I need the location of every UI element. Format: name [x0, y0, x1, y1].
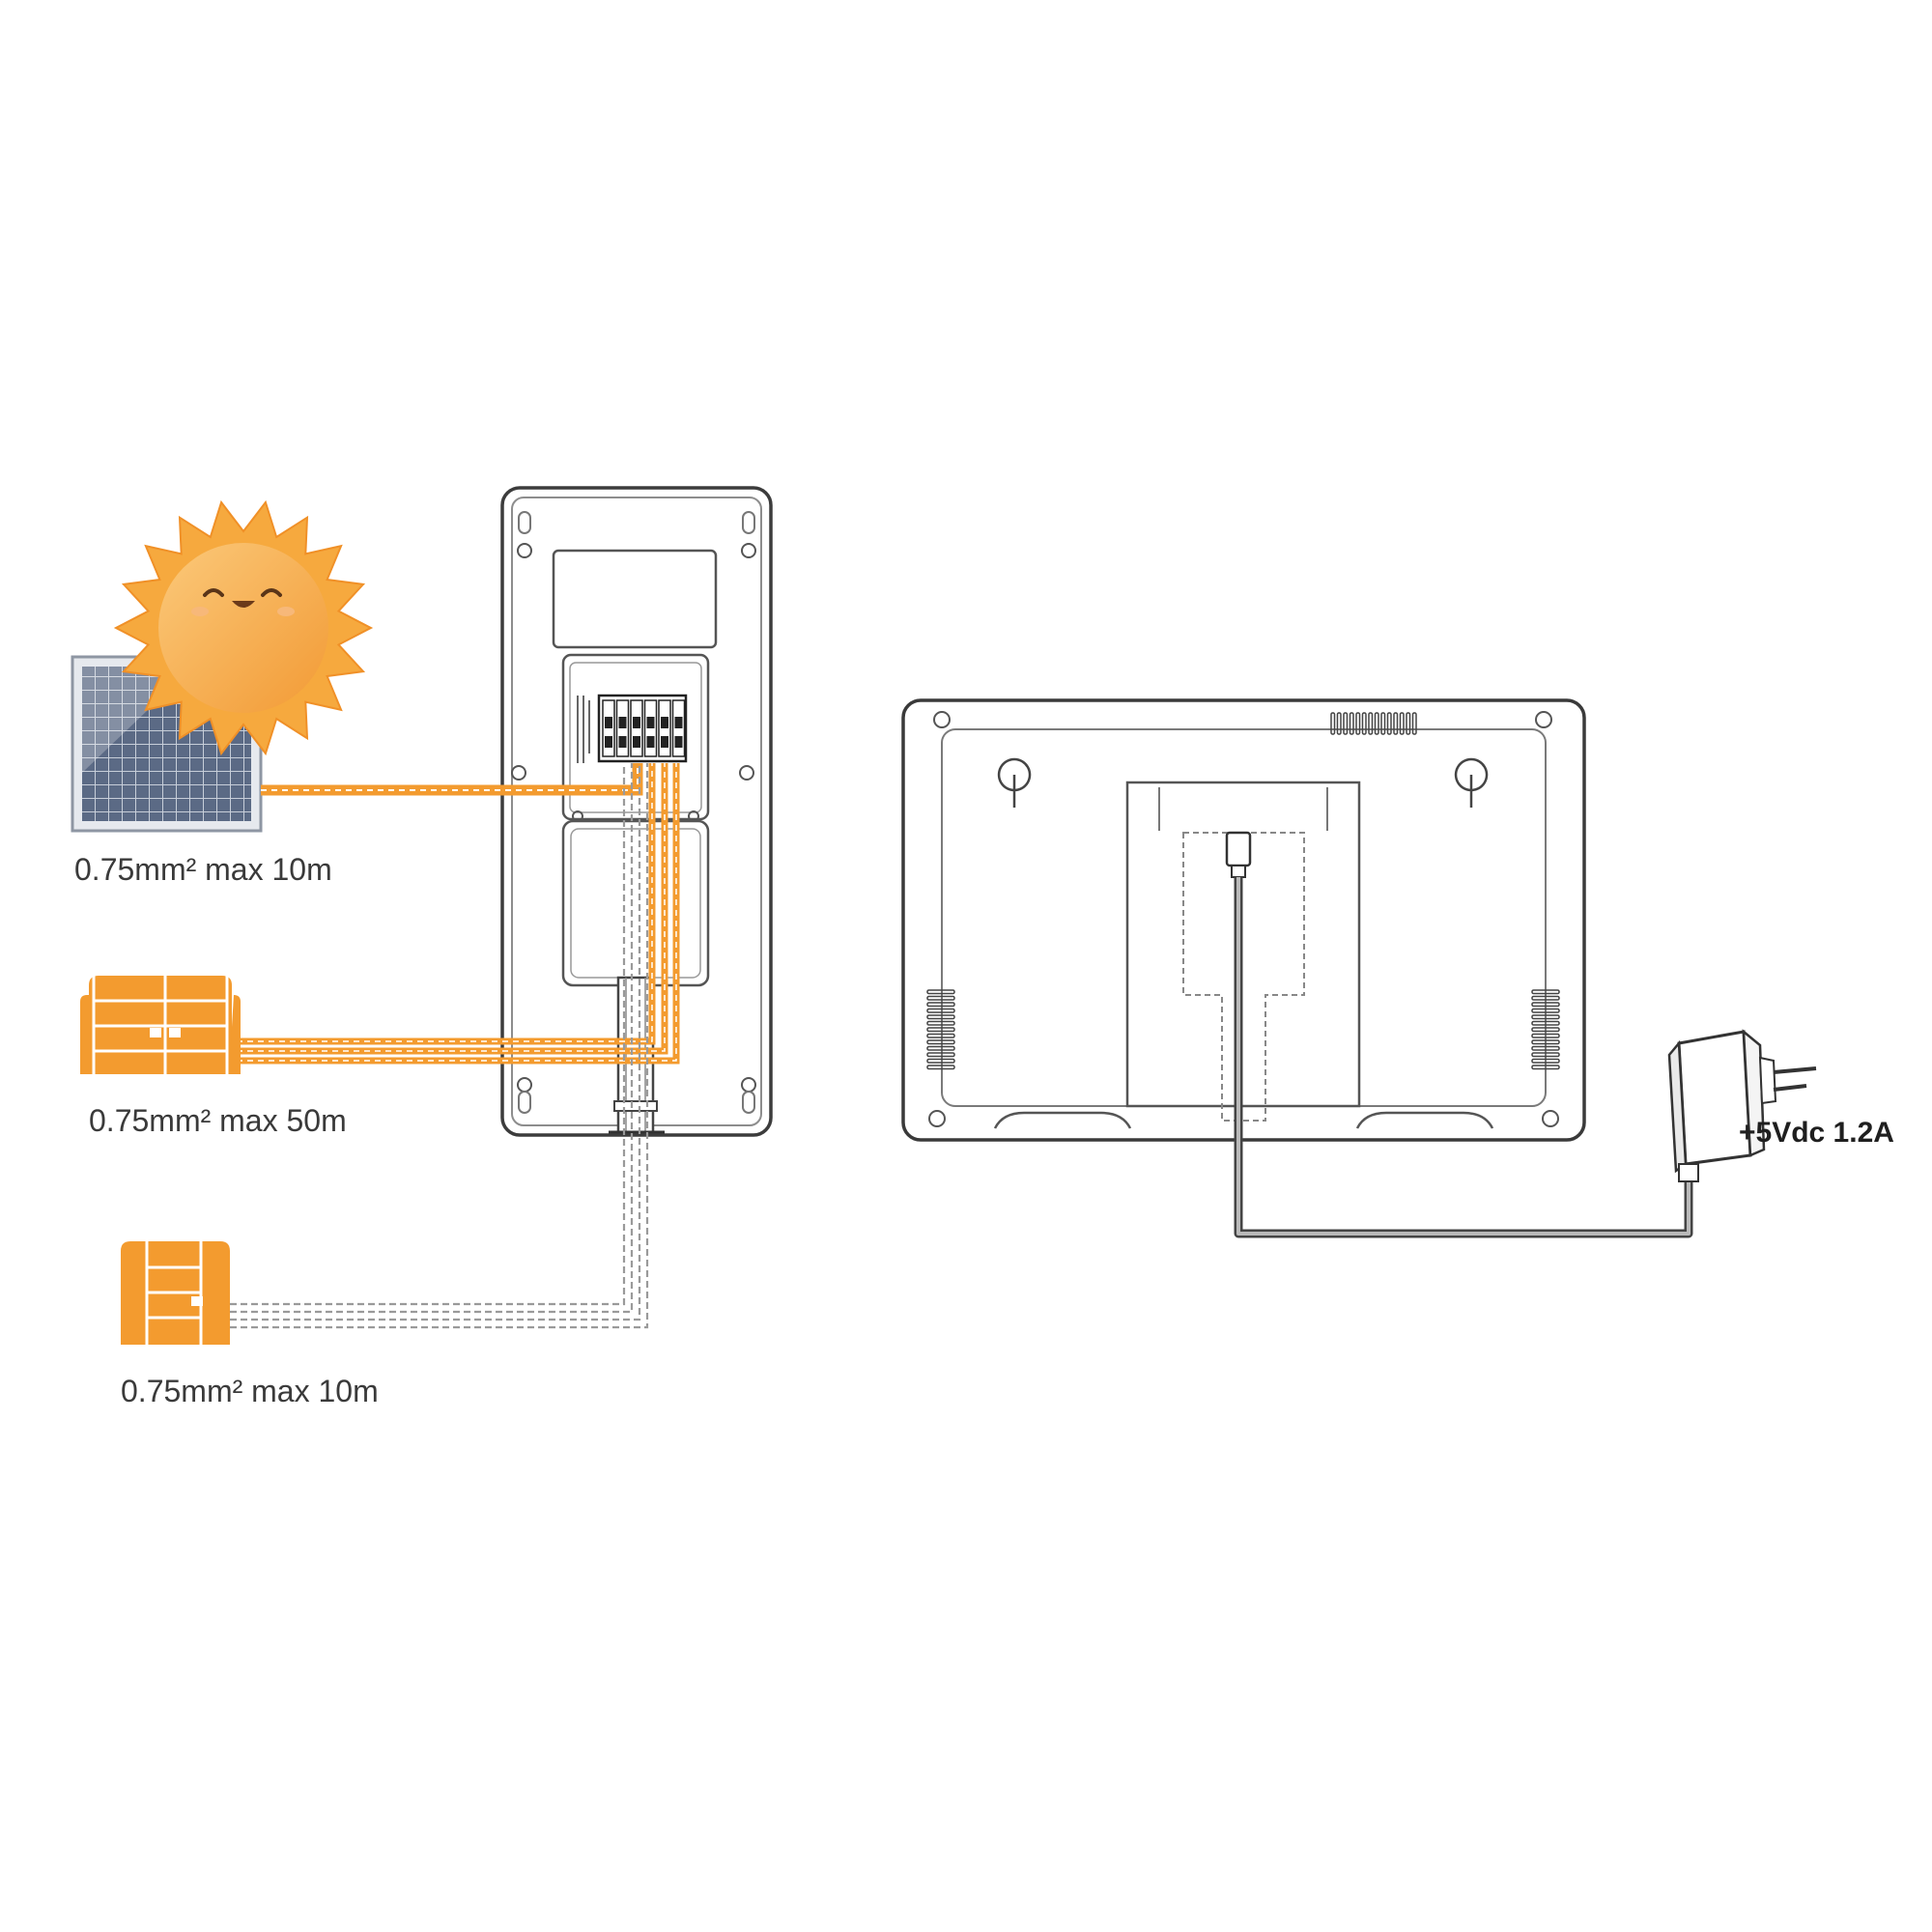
sun-icon: [113, 499, 374, 756]
pedestrian-gate-label: 0.75mm² max 10m: [121, 1374, 379, 1408]
pedestrian-gate-icon: [121, 1241, 230, 1345]
solar-wire: [261, 763, 643, 796]
power-cable: [1234, 877, 1693, 1238]
gate-opener-icon: [80, 976, 241, 1074]
indoor-monitor: [901, 698, 1586, 1142]
pedestrian-gate-wire: [230, 763, 649, 1329]
power-adapter-label: +5Vdc 1.2A: [1739, 1117, 1894, 1149]
gate-opener-label: 0.75mm² max 50m: [89, 1103, 347, 1138]
power-adapter-icon: [1667, 1029, 1817, 1182]
solar-panel-label: 0.75mm² max 10m: [74, 852, 332, 887]
gate-opener-wire: [237, 763, 680, 1065]
outdoor-station: [500, 486, 773, 1137]
